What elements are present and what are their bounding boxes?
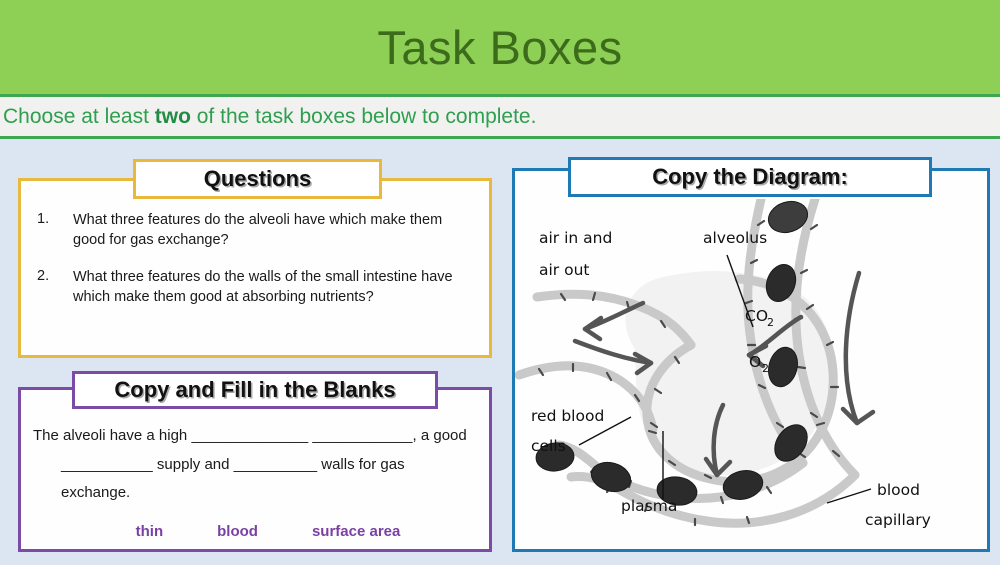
word-bank: thin blood surface area [21,523,489,540]
fill-in-blanks-box-header-label: Copy and Fill in the Blanks [114,377,396,402]
questions-task-box[interactable]: 1. What three features do the alveoli ha… [18,178,492,358]
questions-box-header: Questions [133,159,382,199]
label-co2-subscript: 2 [767,316,774,329]
copy-diagram-box-header-label: Copy the Diagram: [652,164,848,189]
label-air-out: air out [539,261,590,279]
instruction-emphasis: two [154,104,191,128]
fill-in-blanks-task-box[interactable]: The alveoli have a high ______________ _… [18,387,492,552]
instruction-bar: Choose at least two of the task boxes be… [0,94,1000,139]
instruction-text: Choose at least two of the task boxes be… [0,105,536,129]
alveolus-gas-exchange-diagram: air in and air out alveolus CO 2 O 2 red… [515,199,931,529]
instruction-suffix: of the task boxes below to complete. [190,104,537,128]
list-item: 2. What three features do the walls of t… [31,268,475,307]
word-bank-item[interactable]: surface area [311,523,401,540]
airflow-arrows [572,270,876,478]
label-air-in: air in and [539,229,612,247]
label-cells: cells [531,437,566,455]
list-item: 1. What three features do the alveoli ha… [31,211,475,250]
label-o2: O [749,353,761,371]
question-text: What three features do the alveoli have … [73,212,443,248]
label-plasma: plasma [621,497,677,515]
red-blood-cells [535,200,809,506]
copy-diagram-box-header: Copy the Diagram: [568,157,932,197]
fill-in-blanks-body: The alveoli have a high ______________ _… [21,422,489,508]
word-bank-item[interactable]: blood [217,523,258,540]
question-number: 2. [37,268,50,285]
blood-capillary-leader-line [826,488,872,504]
page-title: Task Boxes [377,20,623,74]
blank-sentence-line-2: ___________ supply and __________ walls … [61,455,405,502]
label-alveolus: alveolus [703,229,767,247]
label-o2-subscript: 2 [762,362,769,375]
instruction-prefix: Choose at least [3,104,155,128]
copy-diagram-task-box[interactable]: air in and air out alveolus CO 2 O 2 red… [512,168,990,552]
red-blood-cells-leader-line [578,416,632,446]
label-capillary: capillary [865,511,931,529]
blank-sentence-line-1: The alveoli have a high ______________ _… [33,427,467,444]
fill-in-blanks-box-header: Copy and Fill in the Blanks [72,371,438,409]
word-bank-item[interactable]: thin [135,523,164,540]
title-banner: Task Boxes [0,0,1000,94]
questions-list: 1. What three features do the alveoli ha… [21,211,489,325]
question-text: What three features do the walls of the … [73,269,453,305]
label-red-blood: red blood [531,407,604,425]
label-co2: CO [745,307,768,325]
alveolus-leader-line [726,254,754,328]
question-number: 1. [37,211,50,227]
questions-box-header-label: Questions [203,166,312,191]
label-blood: blood [877,481,920,499]
